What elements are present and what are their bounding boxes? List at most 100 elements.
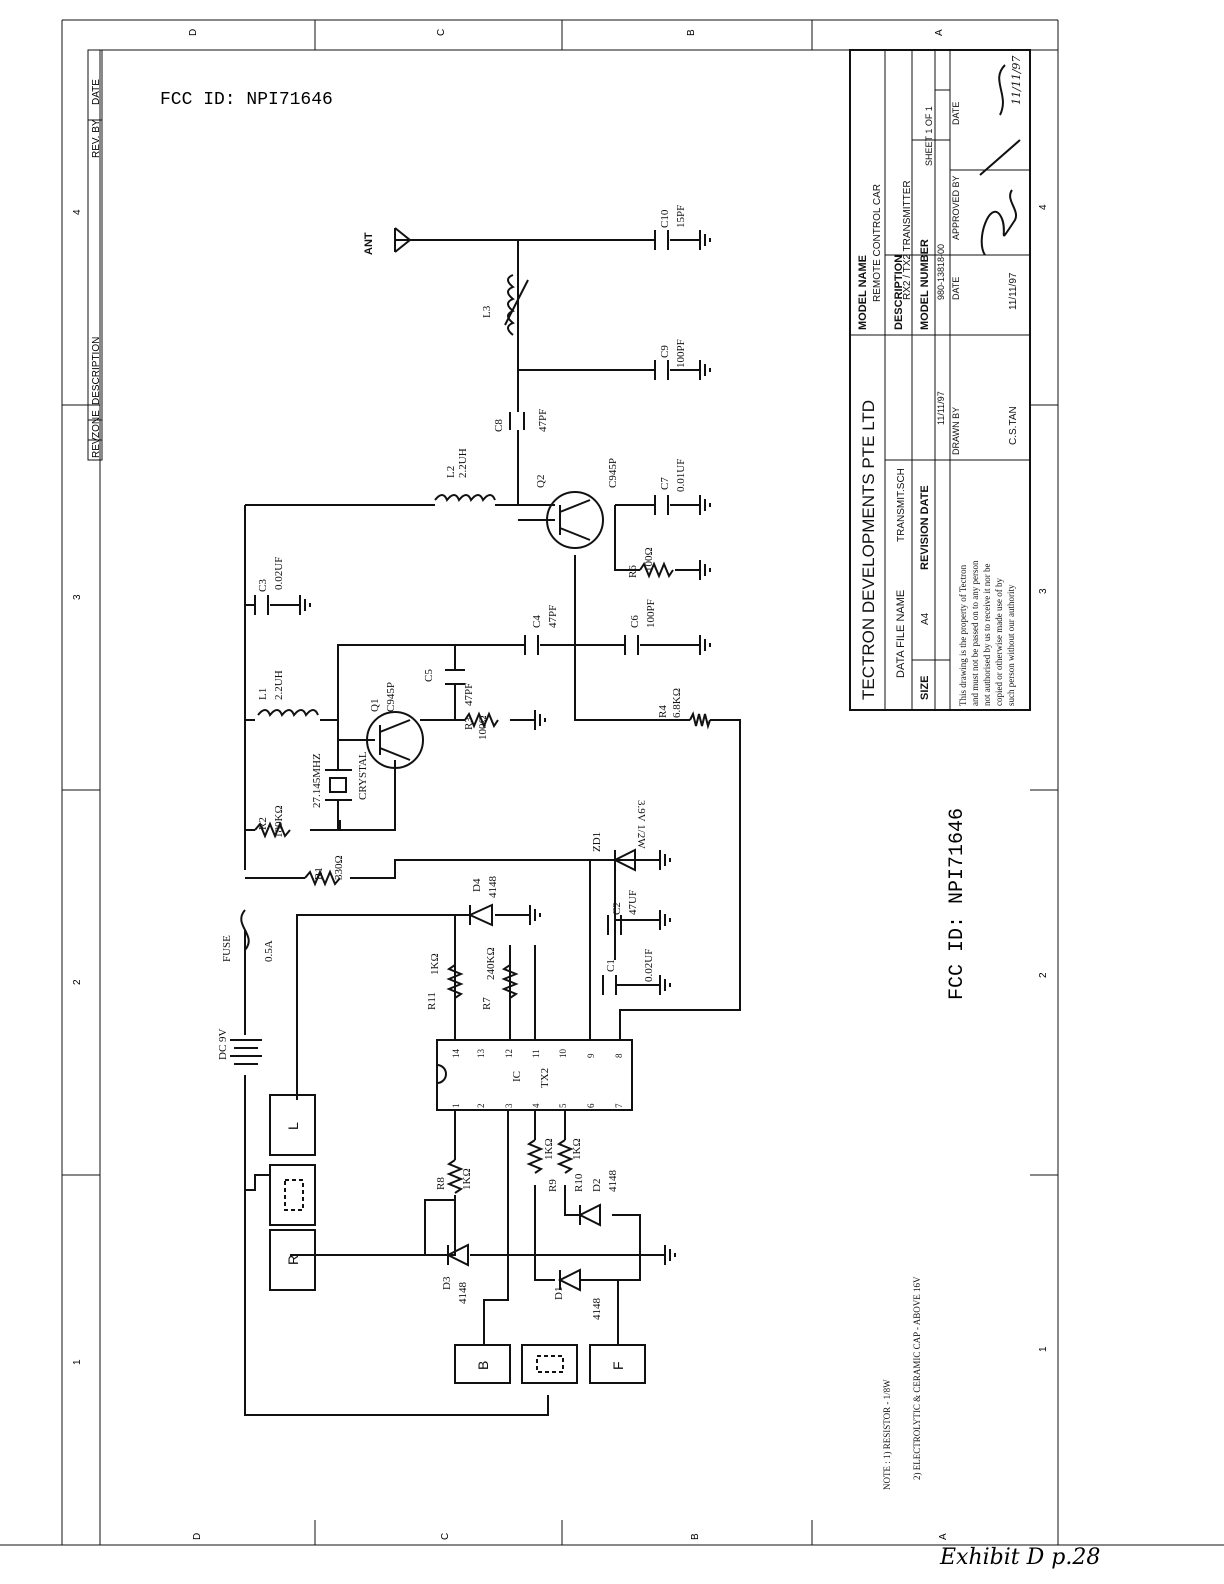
notice-line-2: and must not be passed on to any person: [970, 560, 980, 706]
model-number: 980-13818-00: [936, 244, 946, 300]
r11-value: 1KΩ: [429, 953, 441, 975]
drawn-by-label: DRAWN BY: [951, 407, 961, 455]
drawn-by: C.S.TAN: [1008, 406, 1019, 445]
r7-label: R7: [481, 997, 493, 1010]
ic-pin-top: 10: [558, 1049, 568, 1059]
r9-value: 1KΩ: [543, 1138, 555, 1160]
zone-left-3: 3: [72, 594, 83, 600]
c9-value: 100PF: [675, 339, 687, 368]
r2-label: R2: [257, 817, 269, 830]
zone-bottom-a: A: [938, 1533, 949, 1540]
l1-value: 2.2UH: [273, 670, 285, 700]
d4-label: D4: [471, 878, 483, 892]
r9-label: R9: [547, 1179, 559, 1192]
ic-pin-bottom: 1: [451, 1104, 461, 1109]
zone-markers: D C B A D C B A 4 3 2 1 4 3 2 1: [72, 29, 1049, 1540]
zone-bottom-d: D: [192, 1533, 203, 1540]
r6-label: R6: [627, 565, 639, 578]
zone-right-2: 2: [1038, 972, 1049, 978]
zone-top-c: C: [436, 29, 447, 36]
ic-pin-bottom: 5: [558, 1103, 568, 1108]
title-block: TECTRON DEVELOPMENTS PTE LTD MODEL NAME …: [857, 56, 1023, 706]
zone-top-d: D: [188, 29, 199, 36]
c10-label: C10: [659, 209, 671, 228]
d2-value: 4148: [607, 1170, 619, 1193]
c1-label: C1: [605, 959, 617, 972]
zone-left-1: 1: [72, 1359, 83, 1365]
model-name-label: MODEL NAME: [857, 255, 869, 330]
zone-right-1: 1: [1038, 1346, 1049, 1352]
zone-right-3: 3: [1038, 588, 1049, 594]
d1-value: 4148: [591, 1298, 603, 1321]
note-line-1: NOTE : 1) RESISTOR - 1/8W: [882, 1379, 892, 1490]
c4-value: 47PF: [547, 605, 559, 628]
revision-date-label: REVISION DATE: [919, 485, 931, 570]
c7-value: 0.01UF: [675, 459, 687, 492]
r6-value: 100Ω: [643, 547, 655, 572]
c9-label: C9: [659, 345, 671, 358]
d3-label: D3: [441, 1276, 453, 1290]
ic-pin-bottom: 7: [614, 1103, 624, 1108]
q1-label: Q1: [369, 699, 381, 712]
r2-value: 180KΩ: [273, 805, 285, 838]
ic-pin-bottom: 3: [504, 1103, 514, 1108]
revision-date: 11/11/97: [936, 391, 946, 425]
fuse-label: FUSE: [221, 935, 233, 962]
description-label: DESCRIPTION: [893, 255, 905, 330]
ic-pin-bottom: 4: [531, 1103, 541, 1108]
q1-value: C945P: [385, 682, 397, 712]
date2-label: DATE: [951, 102, 961, 125]
zone-left-4: 4: [72, 209, 83, 215]
notes: NOTE : 1) RESISTOR - 1/8W 2) ELECTROLYTI…: [882, 1276, 922, 1490]
c10-value: 15PF: [675, 205, 687, 228]
ic-pin-top: 12: [504, 1049, 514, 1058]
exhibit-label: Exhibit D p.28: [939, 1545, 1100, 1570]
c8-value: 47PF: [537, 409, 549, 432]
data-file: TRANSMIT.SCH: [896, 468, 907, 542]
date-label: DATE: [951, 277, 961, 300]
c2-label: C2: [611, 902, 623, 915]
c2-value: 47UF: [627, 890, 639, 915]
fcc-id-top: FCC ID: NPI71646: [160, 90, 333, 110]
c1-value: 0.02UF: [643, 949, 655, 982]
c3-label: C3: [257, 579, 269, 592]
c3-value: 0.02UF: [273, 557, 285, 590]
approved-date: 11/11/97: [1010, 56, 1023, 105]
date-header: DATE: [91, 79, 102, 105]
crystal-frequency: 27.145MHZ: [311, 753, 323, 808]
model-name: REMOTE CONTROL CAR: [872, 184, 883, 302]
d1-label: D1: [553, 1287, 565, 1300]
description: RX2 / TX2 TRANSMITTER: [902, 180, 913, 300]
r3-value: 100Ω: [477, 715, 489, 740]
zd1-label: ZD1: [591, 832, 603, 852]
c8-label: C8: [493, 419, 505, 432]
description-header: DESCRIPTION: [91, 337, 102, 405]
ownership-notice: This drawing is the property of Tectron …: [958, 560, 1016, 706]
c6-value: 100PF: [645, 599, 657, 628]
d2-label: D2: [591, 1179, 603, 1192]
notice-line-3: not authorised by us to receive it nor b…: [982, 564, 992, 706]
rev-header: REV: [91, 437, 102, 458]
button-left: L: [285, 1122, 301, 1130]
r8-label: R8: [435, 1177, 447, 1190]
d4-value: 4148: [487, 876, 499, 899]
notice-line-5: such person without our authority: [1006, 584, 1016, 706]
ic-label: IC: [511, 1071, 523, 1082]
battery-label: DC 9V: [217, 1028, 229, 1060]
zone-right-4: 4: [1038, 204, 1049, 210]
r7-value: 240KΩ: [485, 947, 497, 980]
sheet-number: SHEET 1 OF 1: [924, 106, 934, 166]
notice-line-4: copied or otherwise made use of by: [994, 578, 1004, 706]
r11-label: R11: [426, 992, 438, 1010]
r10-label: R10: [573, 1173, 585, 1192]
c4-label: C4: [531, 615, 543, 628]
q2-label: Q2: [535, 475, 547, 488]
circuit-wiring: [0, 19, 1224, 1546]
rev-by-header: REV. BY: [91, 119, 102, 158]
q2-value: C945P: [607, 458, 619, 488]
r1-value: 330Ω: [333, 855, 345, 880]
r10-value: 1KΩ: [571, 1138, 583, 1160]
r4-label: R4: [657, 705, 669, 718]
zone-bottom-c: C: [440, 1533, 451, 1540]
